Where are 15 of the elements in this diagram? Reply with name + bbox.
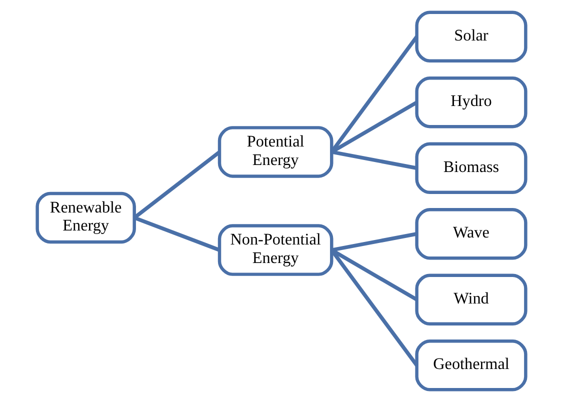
node-box: Geothermal	[415, 340, 528, 392]
node-box: Wave	[415, 208, 528, 260]
node-box: Hydro	[415, 76, 528, 128]
node-box: Renewable Energy	[36, 192, 136, 244]
node-box: Wind	[415, 274, 528, 326]
node-box: Solar	[415, 10, 528, 62]
connector	[331, 232, 418, 252]
connector	[330, 35, 418, 154]
node-box: Biomass	[415, 142, 528, 194]
node-box: Non-Potential Energy	[218, 224, 334, 276]
connector	[134, 216, 220, 252]
connector	[330, 248, 418, 367]
connector	[133, 150, 221, 220]
node-box: Potential Energy	[218, 126, 334, 178]
connector	[331, 150, 418, 170]
